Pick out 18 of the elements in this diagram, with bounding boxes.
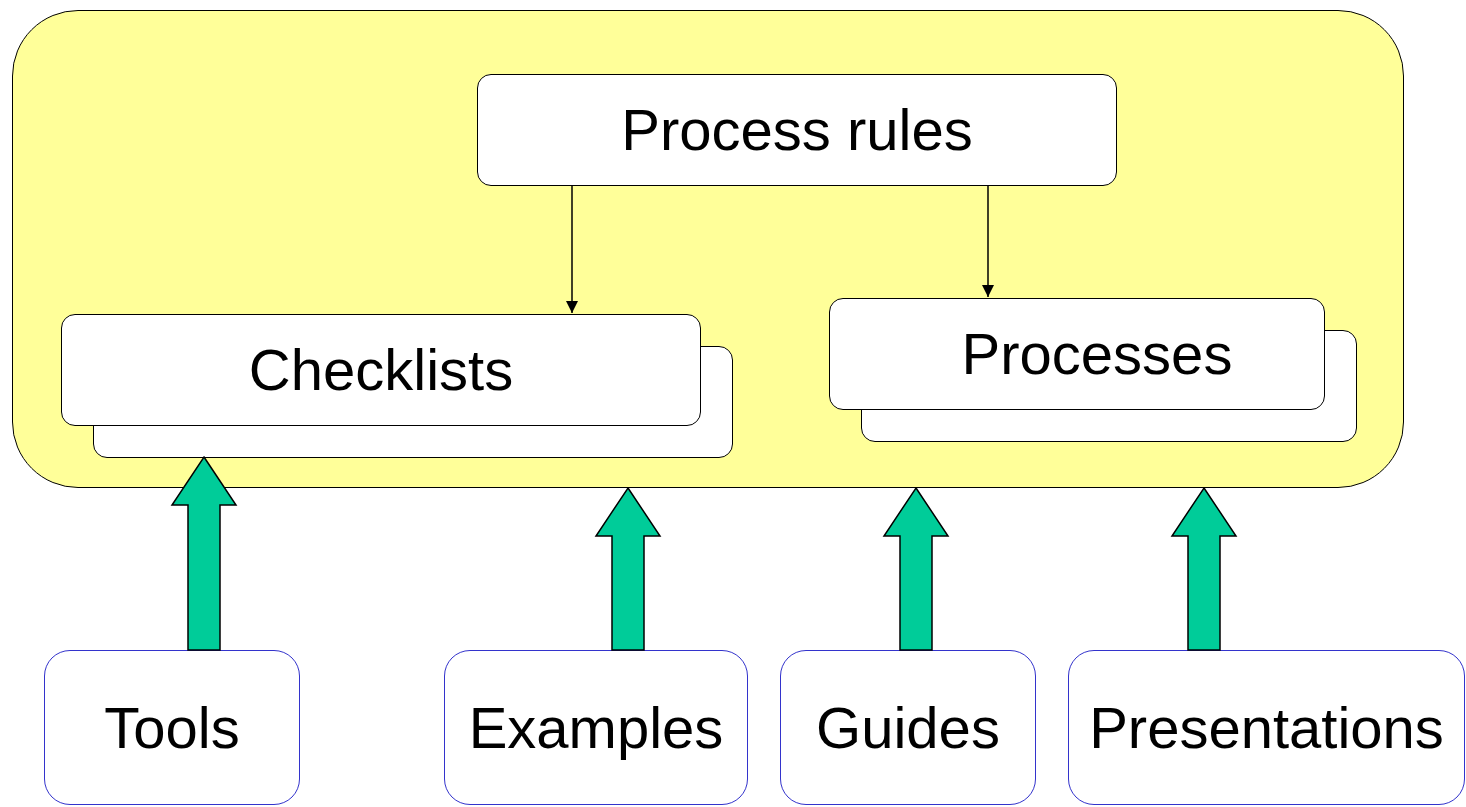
box-label: Process rules: [621, 101, 973, 159]
source-box: [780, 650, 1036, 805]
source-box: [1068, 650, 1465, 805]
block-arrow: [594, 486, 662, 651]
box-label: Checklists: [248, 341, 514, 399]
block-arrow: [882, 486, 950, 651]
box-label: Tools: [104, 698, 240, 757]
arrow: [566, 184, 578, 314]
box-label: Processes: [961, 325, 1233, 383]
arrow: [982, 184, 994, 298]
box-label: Presentations: [1089, 698, 1444, 757]
block-arrow: [170, 455, 238, 651]
block-arrow: [1170, 486, 1238, 651]
box-label: Guides: [816, 698, 1000, 757]
group-container: [12, 10, 1404, 488]
source-box: [444, 650, 748, 805]
process-box: [477, 74, 1117, 186]
source-box: [44, 650, 300, 805]
